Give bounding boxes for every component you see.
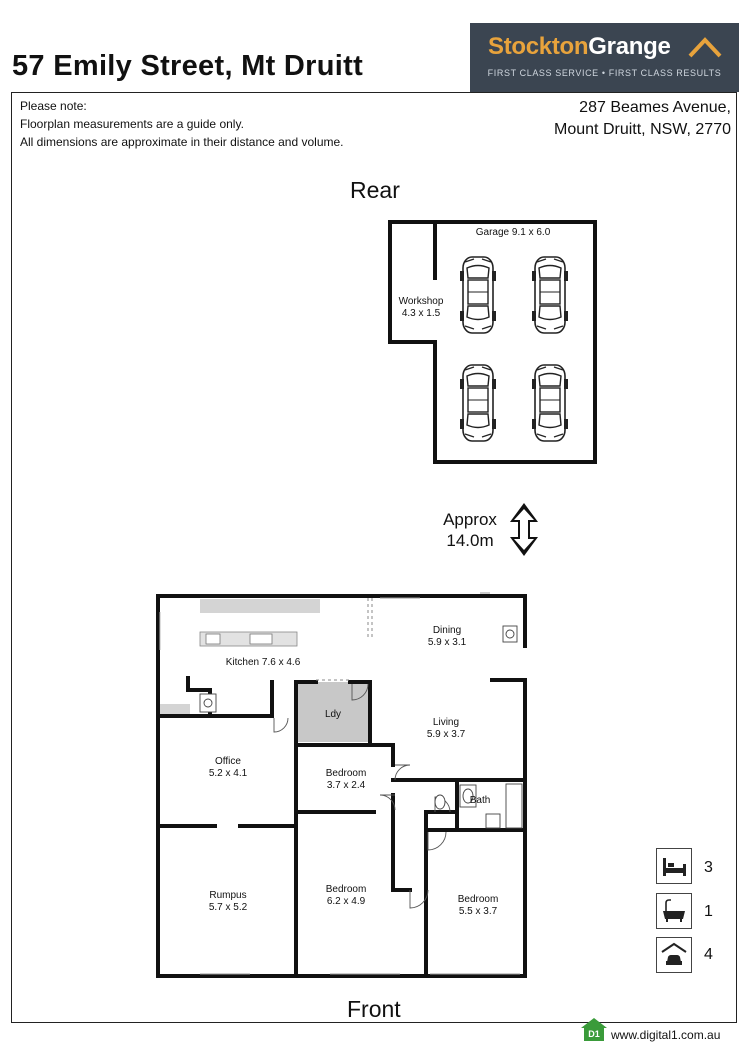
digital1-badge-text: D1 <box>588 1029 600 1039</box>
floorplan-frame <box>11 92 737 1023</box>
digital1-house-icon: D1 <box>581 1018 607 1041</box>
car-space-count: 4 <box>704 946 713 963</box>
garage-cars <box>459 256 569 442</box>
website-link[interactable]: www.digital1.com.au <box>611 1028 721 1042</box>
agency-address-line1: 287 Beames Avenue, <box>579 99 731 116</box>
note-line-2: All dimensions are approximate in their … <box>20 135 344 149</box>
logo-wordmark: StocktonGrange <box>488 33 671 60</box>
separation-label: Approx 14.0m <box>443 510 497 550</box>
room-label-laundry: Ldy <box>324 709 342 720</box>
listing-title: 57 Emily Street, Mt Druitt <box>12 50 364 82</box>
separation-arrow <box>510 503 538 556</box>
agency-address-line2: Mount Druitt, NSW, 2770 <box>554 121 731 138</box>
note-line-1: Floorplan measurements are a guide only. <box>20 117 244 131</box>
bathtub-icon <box>656 893 692 929</box>
room-label-garage: Garage 9.1 x 6.0 <box>475 227 551 238</box>
room-label-kitchen: Kitchen 7.6 x 4.6 <box>225 657 301 668</box>
bed-icon <box>656 848 692 884</box>
front-label: Front <box>347 996 401 1022</box>
note-heading: Please note: <box>20 99 87 113</box>
agency-logo[interactable]: StocktonGrange FIRST CLASS SERVICE • FIR… <box>470 23 739 92</box>
rear-label: Rear <box>350 177 400 203</box>
logo-tagline: FIRST CLASS SERVICE • FIRST CLASS RESULT… <box>487 68 722 78</box>
bedroom-count: 3 <box>704 859 713 876</box>
garage-car-icon <box>656 937 692 973</box>
room-label-bath: Bath <box>469 795 491 806</box>
bathroom-count: 1 <box>704 903 713 920</box>
house-roof-icon <box>688 37 722 58</box>
